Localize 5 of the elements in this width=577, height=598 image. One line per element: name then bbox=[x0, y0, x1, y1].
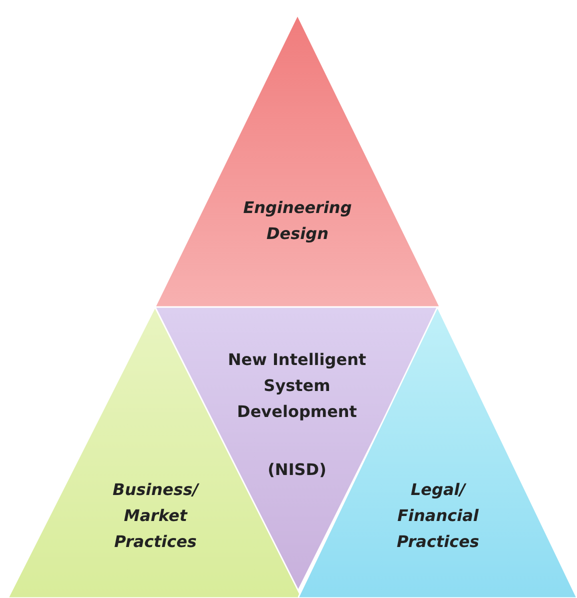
triangle-label: Legal/ Financial Practices bbox=[396, 479, 480, 553]
triangle-label: New Intelligent System Development bbox=[226, 349, 368, 423]
triangle-label: Business/ Market Practices bbox=[112, 479, 200, 553]
triangle-label: (NISD) bbox=[266, 459, 328, 481]
triangle-label: Engineering Design bbox=[242, 197, 353, 245]
